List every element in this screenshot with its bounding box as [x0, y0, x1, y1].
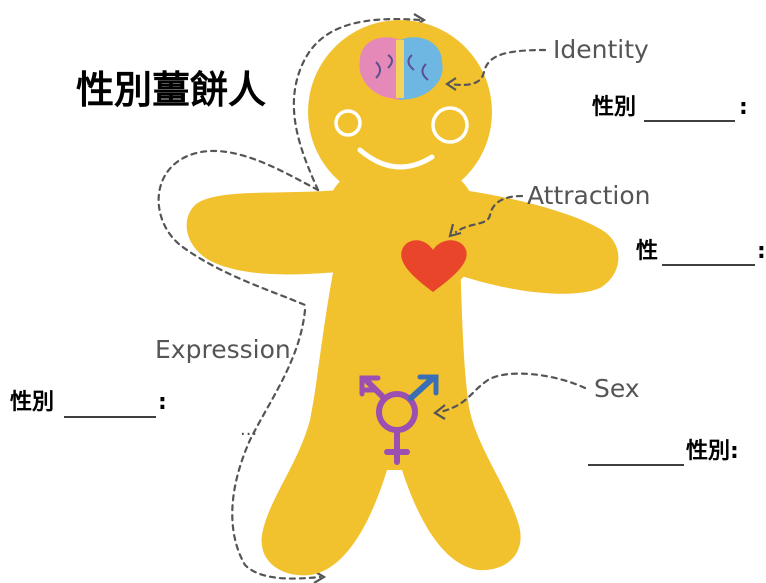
- attraction-blank-suffix: :: [757, 239, 766, 264]
- attraction-blank-prefix: 性: [636, 239, 658, 264]
- expression-label: Expression: [155, 335, 291, 364]
- sex-label: Sex: [594, 374, 640, 403]
- sex-blank-suffix: 性別:: [686, 439, 739, 464]
- page-title: 性別薑餅人: [76, 68, 266, 112]
- identity-blank-prefix: 性別: [592, 95, 636, 120]
- expression-blank-prefix: 性別: [10, 390, 54, 415]
- identity-blank-suffix: :: [739, 95, 748, 120]
- expression-blank-suffix: :: [158, 390, 167, 415]
- ellipsis: ...: [240, 419, 257, 440]
- identity-label: Identity: [553, 35, 649, 64]
- attraction-label: Attraction: [527, 181, 651, 210]
